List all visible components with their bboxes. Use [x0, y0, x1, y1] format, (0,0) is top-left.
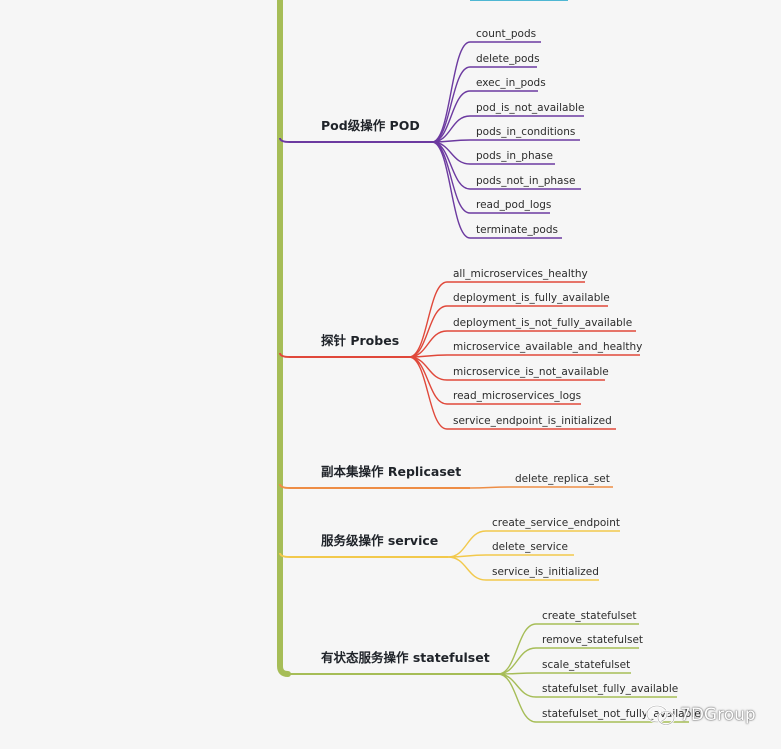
branch-line-1: [279, 352, 409, 358]
watermark-text: 7DGroup: [680, 705, 756, 725]
leaf-connector: [447, 556, 487, 581]
leaf-item[interactable]: statefulset_fully_available: [542, 683, 679, 695]
leaf-item[interactable]: delete_service: [492, 541, 568, 553]
leaf-item[interactable]: deployment_is_not_fully_available: [453, 317, 633, 329]
leaf-item[interactable]: read_microservices_logs: [453, 390, 582, 402]
leaf-item[interactable]: pods_in_conditions: [476, 126, 576, 138]
leaf-connector: [431, 41, 471, 143]
leaf-connector: [431, 141, 471, 190]
trunk-line: [277, 0, 291, 677]
leaf-item[interactable]: deployment_is_fully_available: [453, 292, 610, 304]
leaf-connector: [497, 647, 537, 675]
leaf-item[interactable]: delete_pods: [476, 53, 540, 65]
leaf-item[interactable]: create_service_endpoint: [492, 517, 620, 529]
leaf-connector: [431, 66, 471, 143]
leaf-item[interactable]: create_statefulset: [542, 610, 637, 622]
watermark: 7DGroup: [644, 703, 764, 727]
leaf-connector: [447, 530, 487, 558]
branch-title-4[interactable]: 有状态服务操作 statefulset: [321, 650, 490, 665]
leaf-connector: [469, 486, 510, 489]
branch-line-3: [279, 552, 448, 558]
branch-title-2[interactable]: 副本集操作 Replicaset: [321, 464, 462, 479]
leaf-item[interactable]: count_pods: [476, 28, 537, 40]
branch-line-2: [279, 483, 470, 489]
leaf-item[interactable]: service_endpoint_is_initialized: [453, 415, 612, 427]
branch-title-3[interactable]: 服务级操作 service: [321, 533, 439, 548]
leaf-item[interactable]: all_microservices_healthy: [453, 268, 588, 280]
wechat-icon: [645, 704, 676, 726]
leaf-item[interactable]: service_is_initialized: [492, 566, 599, 578]
leaf-item[interactable]: scale_statefulset: [542, 659, 631, 671]
leaf-connector: [408, 356, 448, 430]
leaf-connector: [431, 141, 471, 239]
leaf-item[interactable]: delete_replica_set: [515, 473, 610, 485]
leaf-connector: [408, 330, 448, 358]
leaf-item[interactable]: microservice_is_not_available: [453, 366, 609, 378]
leaf-item[interactable]: remove_statefulset: [542, 634, 644, 646]
branch-line-0: [279, 137, 432, 143]
leaf-connector: [408, 356, 448, 405]
leaf-connector: [408, 281, 448, 358]
leaf-item[interactable]: read_pod_logs: [476, 199, 552, 211]
leaf-item[interactable]: statefulset_not_fully_available: [542, 708, 701, 720]
leaf-item[interactable]: terminate_pods: [476, 224, 558, 236]
leaf-item[interactable]: pods_in_phase: [476, 150, 553, 162]
branch-title-1[interactable]: 探针 Probes: [321, 333, 400, 348]
leaf-item[interactable]: exec_in_pods: [476, 77, 546, 89]
leaf-item[interactable]: pod_is_not_available: [476, 102, 585, 114]
branch-line-4: [279, 669, 498, 675]
branch-title-0[interactable]: Pod级操作 POD: [321, 118, 420, 133]
leaf-item[interactable]: microservice_available_and_healthy: [453, 341, 643, 353]
leaf-connector: [497, 673, 537, 698]
leaf-item[interactable]: pods_not_in_phase: [476, 175, 576, 187]
leaf-connector: [497, 673, 537, 723]
